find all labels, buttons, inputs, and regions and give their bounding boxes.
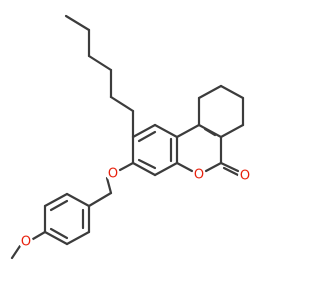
cyclohexene-ring: [197, 84, 245, 139]
ring-oxygen-label: O: [194, 168, 204, 183]
ether-oxygen-label: O: [108, 167, 118, 182]
methoxy-oxygen-label: O: [21, 235, 31, 250]
molecule-canvas: O O O O: [10, 14, 252, 260]
benzyloxy-linker: [87, 161, 135, 208]
oxygen-labels: O O O O: [19, 167, 252, 250]
hexyl-chain: [64, 14, 135, 139]
lactone-ring: [175, 123, 242, 178]
molecule-structure: O O O O: [10, 14, 252, 260]
methoxyphenyl-ring: [10, 192, 91, 260]
central-benzene-ring: [131, 123, 179, 177]
carbonyl-oxygen-label: O: [240, 169, 250, 184]
